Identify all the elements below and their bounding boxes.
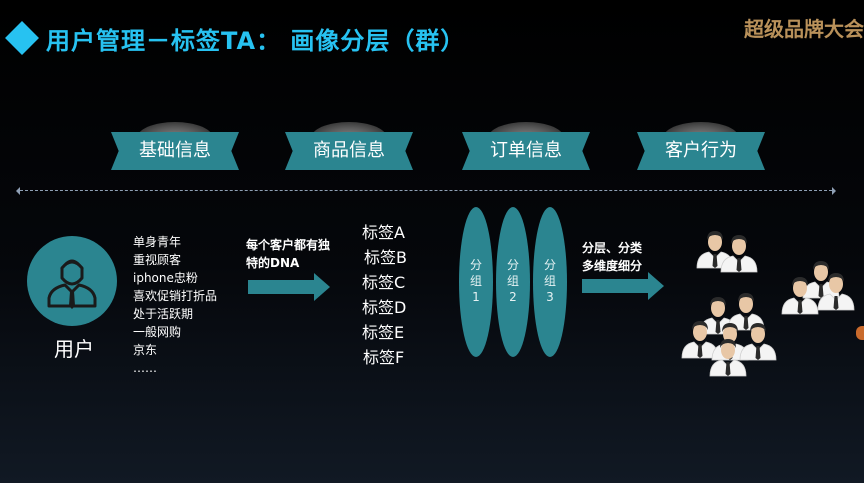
user-person-icon <box>27 236 117 326</box>
category-label: 商品信息 <box>285 132 413 170</box>
caption-line: 每个客户都有独 <box>246 236 330 254</box>
attribute-item: 京东 <box>133 341 217 359</box>
dashed-divider <box>20 190 832 191</box>
category-ribbon-basic: 基础信息 <box>111 122 239 172</box>
arrow-right-icon <box>248 273 330 301</box>
caption-line: 特的DNA <box>246 254 330 272</box>
attribute-item: iphone忠粉 <box>133 269 217 287</box>
user-label: 用户 <box>52 333 96 362</box>
dna-caption: 每个客户都有独 特的DNA <box>246 236 330 272</box>
partial-figure-edge <box>856 326 864 340</box>
user-attribute-list: 单身青年 重视顾客 iphone忠粉 喜欢促销打折品 处于活跃期 一般网购 京东… <box>133 233 217 377</box>
category-label: 客户行为 <box>637 132 765 170</box>
attribute-item: …… <box>133 359 217 377</box>
attribute-item: 处于活跃期 <box>133 305 217 323</box>
diamond-bullet-icon <box>5 21 39 55</box>
arrow-right-icon <box>582 272 664 300</box>
tag-item: 标签A <box>356 220 407 245</box>
page-title: 用户管理－标签TA： 画像分层（群） <box>46 21 465 56</box>
title-row: 用户管理－标签TA： 画像分层（群） <box>6 20 465 56</box>
tag-item: 标签B <box>356 245 407 270</box>
tag-item: 标签F <box>356 345 407 370</box>
category-ribbon-product: 商品信息 <box>285 122 413 172</box>
tag-item: 标签D <box>356 295 407 320</box>
category-ribbon-behavior: 客户行为 <box>637 122 765 172</box>
tag-item: 标签E <box>356 320 407 345</box>
attribute-item: 喜欢促销打折品 <box>133 287 217 305</box>
segment-caption: 分层、分类 多维度细分 <box>582 239 642 275</box>
category-label: 订单信息 <box>462 132 590 170</box>
attribute-item: 一般网购 <box>133 323 217 341</box>
category-label: 基础信息 <box>111 132 239 170</box>
attribute-item: 重视顾客 <box>133 251 217 269</box>
brand-logo-text: 超级品牌大会 <box>744 13 864 42</box>
attribute-item: 单身青年 <box>133 233 217 251</box>
caption-line: 分层、分类 <box>582 239 642 257</box>
category-ribbon-order: 订单信息 <box>462 122 590 172</box>
tag-item: 标签C <box>356 270 407 295</box>
tag-list: 标签A 标签B 标签C 标签D 标签E 标签F <box>356 220 407 370</box>
user-avatar <box>27 236 117 326</box>
customer-crowd-icon <box>676 218 864 378</box>
